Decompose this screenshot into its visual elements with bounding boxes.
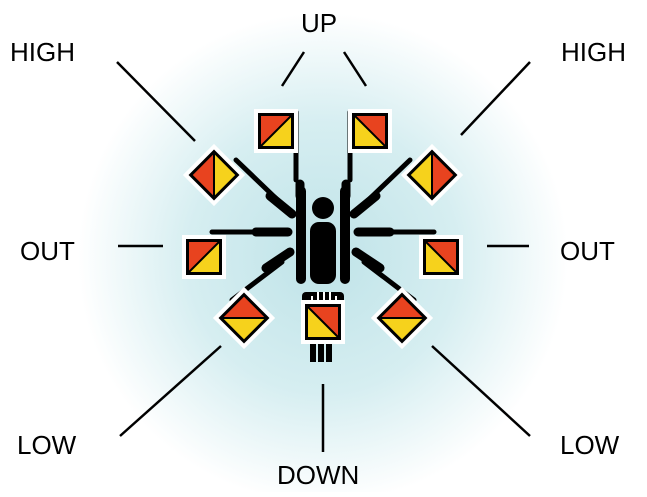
flag-up-left xyxy=(254,109,298,153)
label-high-right: HIGH xyxy=(561,39,626,65)
label-low-right: LOW xyxy=(560,432,619,458)
label-out-right: OUT xyxy=(560,238,615,264)
label-down: DOWN xyxy=(277,462,359,488)
flag-out-right xyxy=(419,235,463,279)
flag-up-right xyxy=(348,109,392,153)
flag-out-left xyxy=(182,235,226,279)
label-out-left: OUT xyxy=(20,238,75,264)
label-high-left: HIGH xyxy=(10,39,75,65)
flag-down xyxy=(301,300,345,344)
figure-torso xyxy=(310,222,336,284)
label-low-left: LOW xyxy=(17,432,76,458)
label-up: UP xyxy=(301,10,337,36)
figure-head xyxy=(312,197,334,219)
